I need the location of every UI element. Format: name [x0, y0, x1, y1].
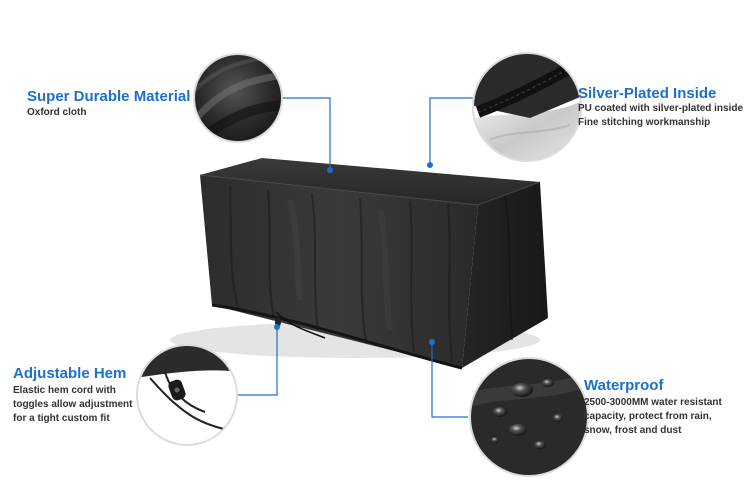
feature-title-hem: Adjustable Hem	[13, 365, 127, 382]
feature-desc-line: toggles allow adjustment	[13, 399, 133, 410]
feature-desc-line: 2500-3000MM water resistant	[584, 397, 722, 408]
callout-lines	[237, 97, 473, 418]
feature-desc-waterproof: 2500-3000MM water resistant capacity, pr…	[584, 396, 722, 438]
toggle-cord-closeup-icon	[136, 344, 238, 446]
feature-desc-silver: PU coated with silver-plated inside Fine…	[578, 102, 743, 130]
table-cover-image	[199, 158, 548, 370]
feature-desc-line: Oxford cloth	[27, 107, 87, 118]
feature-desc-line: Elastic hem cord with	[13, 385, 116, 396]
feature-title-waterproof: Waterproof	[584, 377, 664, 394]
oxford-fabric-closeup-icon	[193, 53, 283, 143]
water-droplets-closeup-icon	[469, 357, 589, 477]
feature-desc-line: snow, frost and dust	[584, 425, 682, 436]
feature-desc-line: capacity, protect from rain,	[584, 411, 712, 422]
feature-title-material: Super Durable Material	[27, 88, 191, 105]
silver-lining-closeup-icon	[472, 52, 582, 162]
feature-title-silver: Silver-Plated Inside	[578, 85, 717, 102]
feature-desc-material: Oxford cloth	[27, 106, 86, 120]
feature-desc-line: PU coated with silver-plated inside	[578, 103, 744, 114]
feature-desc-line: for a tight custom fit	[13, 413, 110, 424]
callout-dots	[274, 162, 435, 345]
feature-desc-hem: Elastic hem cord with toggles allow adju…	[13, 384, 132, 426]
feature-desc-line: Fine stitching workmanship	[578, 117, 711, 128]
